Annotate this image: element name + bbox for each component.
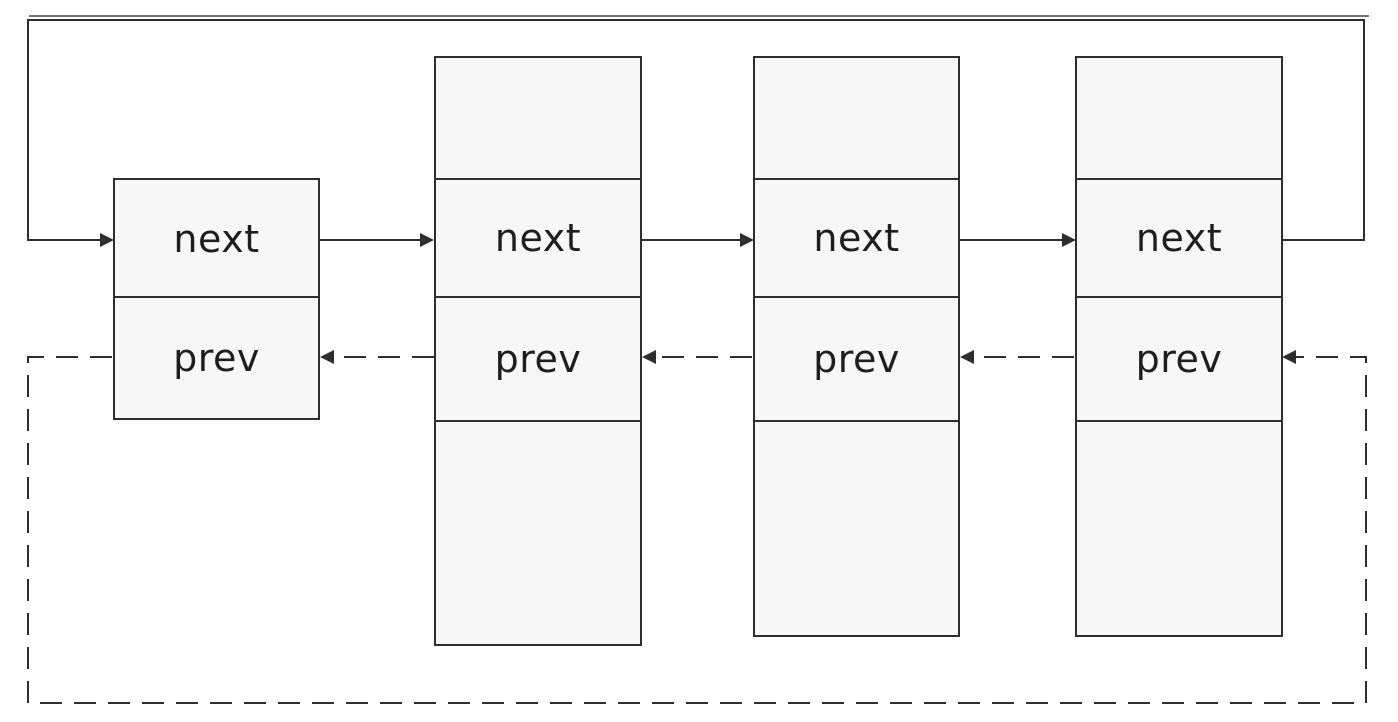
prev-wrap-around-link — [27, 350, 1367, 704]
prev-pointer-cell: prev — [436, 298, 640, 420]
cell-divider — [115, 296, 318, 298]
cell-divider — [1077, 296, 1281, 298]
next-label: next — [1135, 216, 1223, 260]
prev-pointer-cell: prev — [1077, 298, 1281, 420]
list-node-2: next prev — [434, 56, 642, 646]
cell-divider — [755, 420, 958, 422]
cell-divider — [1077, 420, 1281, 422]
list-node-1: next prev — [113, 178, 320, 420]
next-label: next — [173, 217, 260, 261]
next-label: next — [494, 216, 582, 260]
prev-pointer-cell: prev — [755, 298, 958, 420]
cell-divider — [436, 178, 640, 180]
prev-label: prev — [1135, 337, 1223, 381]
next-pointer-cell: next — [1077, 180, 1281, 296]
list-node-4: next prev — [1075, 56, 1283, 637]
list-node-3: next prev — [753, 56, 960, 637]
next-pointer-cell: next — [115, 180, 318, 298]
top-border-line — [29, 15, 1369, 17]
next-label: next — [813, 216, 900, 260]
prev-label: prev — [813, 337, 900, 381]
next-wrap-around-link — [27, 19, 1365, 247]
prev-pointer-cell: prev — [115, 298, 318, 418]
cell-divider — [755, 296, 958, 298]
cell-divider — [436, 420, 640, 422]
next-pointer-cell: next — [755, 180, 958, 296]
next-pointer-cell: next — [436, 180, 640, 296]
cell-divider — [436, 296, 640, 298]
prev-label: prev — [494, 337, 582, 381]
prev-label: prev — [173, 336, 260, 380]
cell-divider — [755, 178, 958, 180]
cell-divider — [1077, 178, 1281, 180]
